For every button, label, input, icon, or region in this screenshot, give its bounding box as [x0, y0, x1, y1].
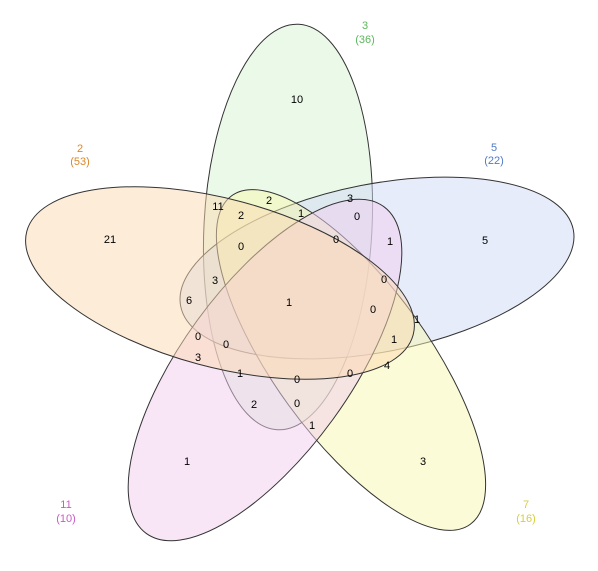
region-count: 0 — [370, 304, 376, 316]
region-count: 3 — [212, 275, 218, 287]
set-7-name: 7 — [523, 499, 529, 511]
set-5-name: 5 — [491, 142, 497, 154]
region-count: 0 — [195, 331, 201, 343]
region-count: 3 — [347, 193, 353, 205]
region-only-11: 1 — [184, 456, 190, 468]
region-count: 2 — [266, 195, 272, 207]
region-count: 2 — [238, 210, 244, 222]
region-only-3: 10 — [291, 94, 303, 106]
region-count: 1 — [298, 208, 304, 220]
set-11-count: (10) — [56, 513, 76, 525]
region-count: 2 — [251, 399, 257, 411]
region-count: 0 — [294, 374, 300, 386]
region-count: 1 — [414, 314, 420, 326]
set-7-count: (16) — [516, 513, 536, 525]
region-count: 11 — [212, 201, 223, 213]
set-5-count: (22) — [484, 155, 504, 167]
region-count: 0 — [294, 398, 300, 410]
region-count: 6 — [186, 295, 192, 307]
region-count: 3 — [195, 352, 201, 364]
region-count: 0 — [347, 368, 353, 380]
region-only-2: 21 — [104, 234, 116, 246]
region-only-7: 3 — [420, 456, 426, 468]
region-count: 1 — [387, 236, 393, 248]
set-3-name: 3 — [362, 20, 368, 32]
set-2-count: (53) — [70, 156, 90, 168]
region-count: 1 — [391, 334, 397, 346]
region-count: 0 — [381, 274, 387, 286]
set-11-name: 11 — [60, 499, 71, 511]
region-all-sets: 1 — [286, 297, 292, 309]
region-only-5: 5 — [482, 235, 488, 247]
region-count: 0 — [223, 339, 229, 351]
region-count: 0 — [238, 241, 244, 253]
region-count: 1 — [309, 420, 315, 432]
region-count: 4 — [384, 360, 390, 372]
set-2-ellipse — [25, 186, 415, 380]
set-3-count: (36) — [355, 34, 375, 46]
region-count: 1 — [237, 368, 243, 380]
region-count: 0 — [354, 211, 360, 223]
set-2-name: 2 — [77, 143, 83, 155]
region-count: 0 — [333, 234, 339, 246]
